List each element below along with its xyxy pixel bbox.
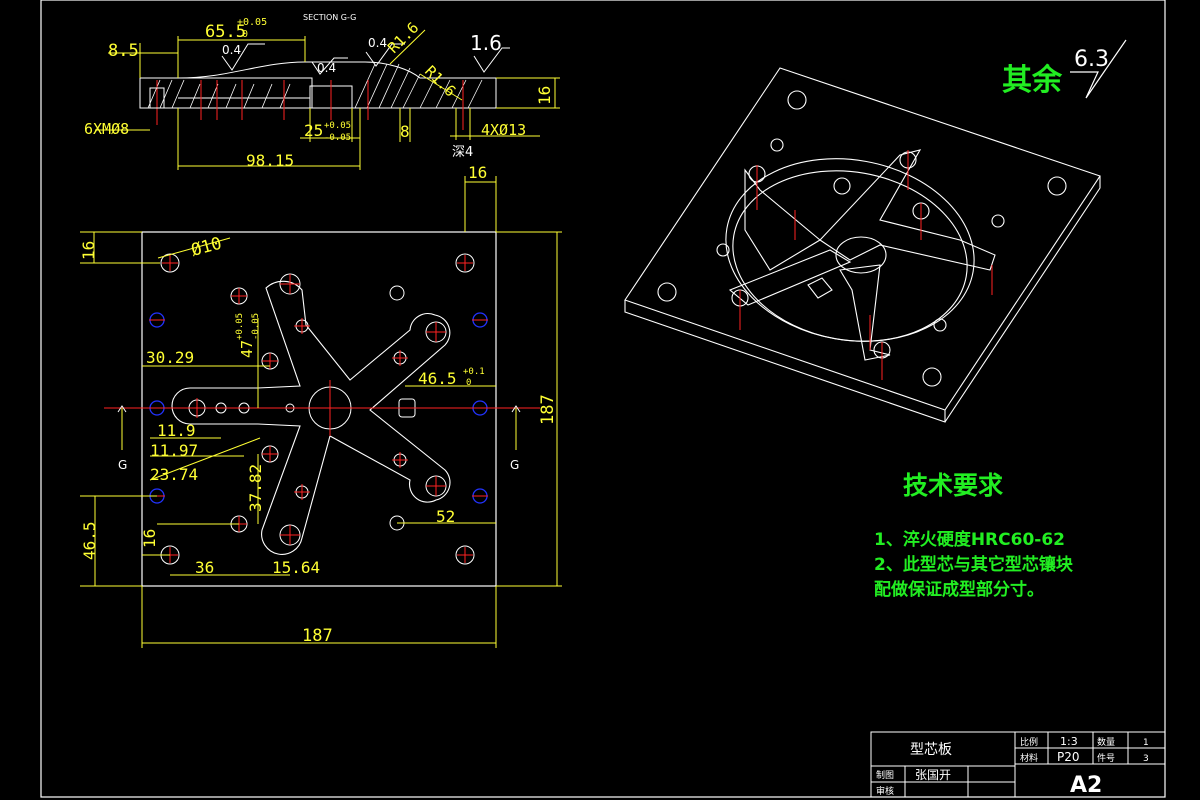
section-mark-right: G (510, 458, 519, 472)
tech-req-title: 技术要求 (903, 471, 1003, 500)
section-view (95, 29, 560, 170)
thread-note: 6XMØ8 (84, 120, 129, 138)
tb-material-label: 材料 (1020, 752, 1038, 764)
plan-view (80, 176, 562, 648)
roughness-top: 1.6 (470, 31, 502, 55)
dim-height: 187 (538, 394, 558, 425)
dim-46-5-tol-upper: +0.1 (463, 367, 485, 377)
drawing-frame (40, 0, 1166, 798)
holes-note: 4XØ13 (481, 121, 526, 139)
dim-step-width: 25 (304, 121, 323, 140)
dim-30-29: 30.29 (146, 348, 194, 367)
dim-step-tol-upper: +0.05 (324, 121, 351, 131)
tech-req-item-3: 配做保证成型部分寸。 (874, 579, 1044, 600)
dim-52: 52 (436, 507, 455, 526)
roughness-rest-label: 其余 (1002, 63, 1063, 98)
tb-part-name: 型芯板 (910, 742, 952, 758)
roughness-rest-symbol (1070, 39, 1127, 99)
dim-37-82: 37.82 (246, 464, 265, 512)
dim-46-5-tol-lower: 0 (466, 378, 471, 388)
roughness-2: 0.4 (317, 61, 336, 75)
dim-overall: 98.15 (246, 151, 294, 170)
tech-req-item-2: 2、此型芯与其它型芯镶块 (874, 554, 1074, 575)
section-arrow-right (511, 405, 521, 413)
section-label: SECTION G-G (303, 13, 356, 22)
dim-thickness: 16 (535, 86, 554, 105)
depth-note: 深4 (452, 145, 473, 160)
dim-16-bottom: 16 (140, 529, 159, 548)
tb-review-label: 审核 (876, 785, 894, 797)
dim-23-74: 23.74 (150, 465, 198, 484)
dim-v47-tol-upper: +0.05 (235, 313, 245, 340)
roughness-rest-value: 6.3 (1074, 47, 1109, 72)
tb-scale-label: 比例 (1020, 736, 1038, 748)
isometric-view (624, 67, 1101, 423)
dim-width: 187 (302, 626, 333, 646)
tb-material-value: P20 (1057, 750, 1080, 764)
dim-11-97: 11.97 (150, 441, 198, 460)
dim-left-hole-offset: 16 (79, 241, 98, 260)
dim-pocket-tol-lower: 0 (242, 29, 248, 40)
roughness-1: 0.4 (222, 43, 241, 57)
dim-slot: 8 (400, 122, 410, 141)
tb-part-no-label: 件号 (1097, 752, 1115, 764)
dim-46-5: 46.5 (418, 369, 457, 388)
dim-top-hole-offset: 16 (468, 163, 487, 182)
dim-36: 36 (195, 558, 214, 577)
dim-left-offset: 8.5 (108, 41, 139, 61)
dim-11-9: 11.9 (157, 421, 196, 440)
tb-sheet-size: A2 (1070, 773, 1102, 798)
dim-hole-dia: Ø10 (189, 234, 224, 261)
tb-scale-value: 1:3 (1060, 735, 1078, 748)
tb-qty-value: 1 (1143, 738, 1149, 748)
tech-req-item-1: 1、淬火硬度HRC60-62 (874, 529, 1065, 550)
dim-46-5-left: 46.5 (80, 521, 99, 560)
dim-v47-tol-lower: -0.05 (251, 313, 261, 340)
dim-pocket-width: 65.5 (205, 22, 246, 42)
roughness-3: 0.4 (368, 36, 387, 50)
section-arrow-left (117, 405, 127, 413)
star-profile (171, 280, 451, 555)
tb-qty-label: 数量 (1097, 736, 1115, 748)
title-block (870, 731, 1166, 798)
dim-step-tol-lower: -0.05 (324, 133, 351, 143)
section-mark-left: G (118, 458, 127, 472)
plate-outline (141, 231, 497, 587)
tb-drawn-by: 张国开 (915, 768, 951, 782)
iso-center-lines (739, 150, 993, 380)
tb-drawn-label: 制图 (876, 769, 894, 781)
dim-vertical-47: 47 (238, 340, 256, 358)
tb-part-no-value: 3 (1143, 754, 1149, 764)
dim-pocket-tol-upper: +0.05 (237, 17, 267, 28)
dim-15-64: 15.64 (272, 558, 320, 577)
